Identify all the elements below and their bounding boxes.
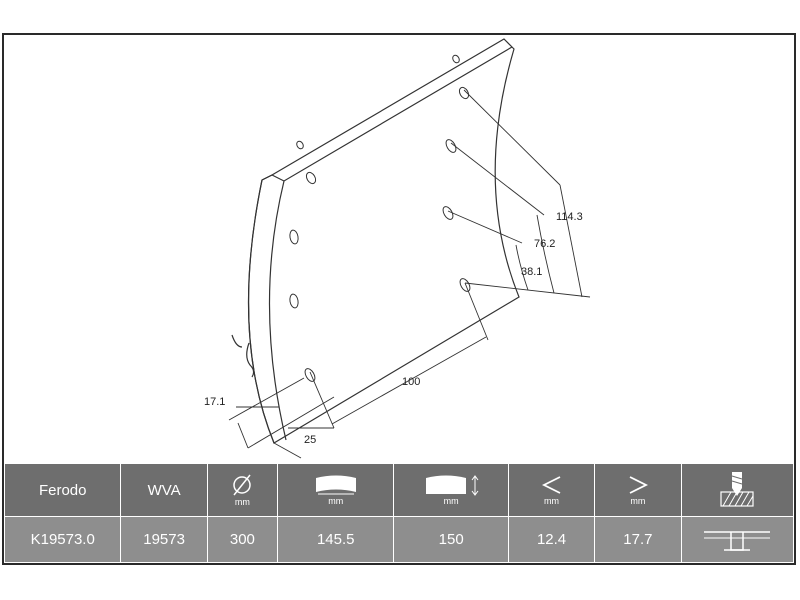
diameter-unit: mm: [234, 497, 250, 507]
less-than-icon: [541, 476, 560, 494]
dimension-76-label: 76.2: [534, 238, 555, 250]
ferodo-header: Ferodo: [3, 463, 122, 517]
brake-lining-shape: [231, 38, 520, 444]
max-header: mm: [594, 463, 682, 517]
rivet-profile-icon: [704, 530, 771, 551]
width-unit: mm: [328, 496, 344, 506]
wva-value: 19573: [120, 516, 208, 563]
rivet-drill-icon: [720, 472, 754, 507]
spec-table: Ferodo WVA mm mm mm mm mm: [3, 463, 795, 563]
diameter-value: 300: [206, 516, 279, 563]
dimension-25-label: 25: [304, 434, 316, 446]
length-unit: mm: [443, 496, 459, 506]
diameter-header: mm: [206, 463, 279, 517]
max-value: 17.7: [594, 516, 682, 563]
max-unit: mm: [630, 496, 646, 506]
dimension-lines: [228, 89, 591, 459]
wva-header: WVA: [120, 463, 208, 517]
dimension-38-label: 38.1: [521, 266, 542, 278]
ferodo-value: K19573.0: [3, 516, 122, 563]
diameter-icon: [233, 474, 252, 496]
width-header: mm: [277, 463, 395, 517]
length-header: mm: [393, 463, 509, 517]
rivet-profile-cell: [680, 516, 795, 563]
rivet-header: [680, 463, 795, 517]
min-unit: mm: [544, 496, 560, 506]
min-header: mm: [507, 463, 596, 517]
drawing-frame: 114.3 76.2 38.1 100 17.1 25 Ferodo WVA m…: [2, 33, 796, 565]
width-value: 145.5: [277, 516, 395, 563]
curved-length-icon: [426, 475, 479, 496]
dimension-17-label: 17.1: [204, 396, 225, 408]
brake-lining-drawing: 114.3 76.2 38.1 100 17.1 25: [204, 38, 591, 459]
spec-header-row: Ferodo WVA mm mm mm mm mm: [3, 463, 795, 517]
greater-than-icon: [629, 476, 648, 494]
min-value: 12.4: [507, 516, 596, 563]
dimension-114-label: 114.3: [556, 211, 583, 223]
spec-value-row: K19573.0 19573 300 145.5 150 12.4 17.7: [3, 516, 795, 563]
length-value: 150: [393, 516, 509, 563]
curved-width-icon: [315, 475, 356, 495]
dimension-100-label: 100: [402, 376, 420, 388]
